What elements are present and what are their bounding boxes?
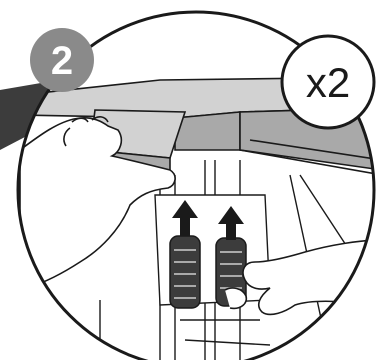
quantity-badge: x2 [282,36,374,128]
mounting-pin-left [170,236,200,308]
step-number: 2 [51,39,73,83]
step-badge: 2 [30,28,94,92]
quantity-label: x2 [306,59,350,106]
